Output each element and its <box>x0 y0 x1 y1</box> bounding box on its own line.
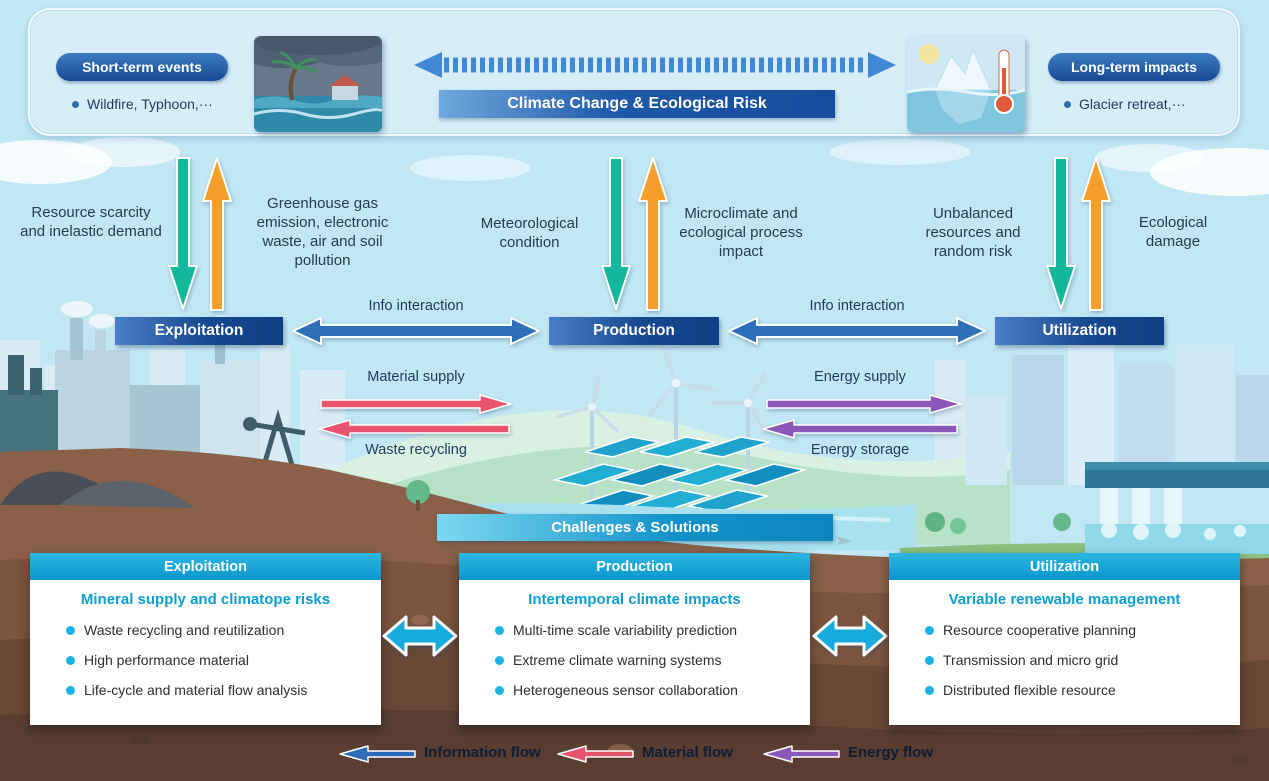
long-term-example: Glacier retreat,··· <box>1064 96 1186 112</box>
list-item: Life-cycle and material flow analysis <box>66 682 381 698</box>
card-production-header: Production <box>459 553 810 580</box>
challenges-banner: Challenges & Solutions <box>437 514 833 541</box>
card-production-item-2: Extreme climate warning systems <box>513 652 722 668</box>
material-flow-arrow <box>557 745 634 763</box>
up-arrow-exploitation <box>202 157 232 311</box>
card-utilization-item-1: Resource cooperative planning <box>943 622 1137 638</box>
card-exploitation-title: Mineral supply and climatope risks <box>80 591 331 608</box>
climate-panel: Short-term events Wildfire, Typhoon,··· <box>28 8 1240 136</box>
list-item: Multi-time scale variability prediction <box>495 622 810 638</box>
bullet-dot <box>66 685 75 695</box>
iceberg-illustration <box>907 36 1025 132</box>
list-item: Resource cooperative planning <box>925 622 1240 638</box>
list-item: Extreme climate warning systems <box>495 652 810 668</box>
stage-exploitation: Exploitation <box>115 317 283 345</box>
card-production-item-3: Heterogeneous sensor collaboration <box>513 682 738 698</box>
card-exploitation-header: Exploitation <box>30 553 381 580</box>
bullet-dot <box>495 685 504 695</box>
card-production: Production Intertemporal climate impacts… <box>459 553 810 725</box>
material-supply-label: Material supply <box>367 369 465 385</box>
waste-recycling-arrow <box>318 419 510 439</box>
card-connector-arrow-right <box>812 615 888 657</box>
waste-recycling-label: Waste recycling <box>365 442 467 458</box>
material-supply-arrow <box>320 394 512 414</box>
long-term-example-text: Glacier retreat,··· <box>1079 96 1186 112</box>
list-item: Waste recycling and reutilization <box>66 622 381 638</box>
impact-production-up: Microclimate and ecological process impa… <box>679 205 803 260</box>
card-connector-arrow-left <box>382 615 458 657</box>
energy-storage-label: Energy storage <box>810 442 910 458</box>
bullet-dot <box>72 100 79 108</box>
stage-utilization: Utilization <box>995 317 1164 345</box>
list-item: Heterogeneous sensor collaboration <box>495 682 810 698</box>
energy-supply-label: Energy supply <box>814 369 906 385</box>
impact-utilization-up: Ecological damage <box>1138 214 1208 250</box>
bullet-dot <box>66 655 75 665</box>
climate-risk-banner: Climate Change & Ecological Risk <box>439 90 835 118</box>
card-exploitation-item-3: Life-cycle and material flow analysis <box>84 682 308 698</box>
storm-illustration <box>254 36 382 132</box>
energy-storage-arrow <box>762 419 958 439</box>
impact-production-down: Meteorological condition <box>480 215 579 251</box>
stage-production: Production <box>549 317 719 345</box>
information-flow-arrow <box>339 745 416 763</box>
impact-exploitation-down: Resource scarcity and inelastic demand <box>20 204 162 240</box>
timescale-double-arrow <box>414 52 896 78</box>
down-arrow-production <box>601 157 631 310</box>
short-term-example: Wildfire, Typhoon,··· <box>72 96 213 112</box>
down-arrow-exploitation <box>168 157 198 310</box>
list-item: Transmission and micro grid <box>925 652 1240 668</box>
bullet-dot <box>66 625 75 635</box>
bullet-dot <box>495 625 504 635</box>
energy-flow-arrow <box>763 745 840 763</box>
card-exploitation: Exploitation Mineral supply and climatop… <box>30 553 381 725</box>
impact-utilization-down: Unbalanced resources and random risk <box>925 205 1021 260</box>
short-term-example-text: Wildfire, Typhoon,··· <box>87 96 213 112</box>
bullet-dot <box>925 625 934 635</box>
bullet-dot <box>925 655 934 665</box>
card-production-title: Intertemporal climate impacts <box>528 591 741 608</box>
card-utilization-title: Variable renewable management <box>948 591 1181 608</box>
bullet-dot <box>1064 100 1071 108</box>
information-flow-label: Information flow <box>424 744 541 761</box>
impact-exploitation-up: Greenhouse gas emission, electronic wast… <box>256 195 389 269</box>
long-term-impacts-badge: Long-term impacts <box>1048 53 1220 81</box>
down-arrow-utilization <box>1046 157 1076 310</box>
card-utilization-item-2: Transmission and micro grid <box>943 652 1119 668</box>
list-item: Distributed flexible resource <box>925 682 1240 698</box>
card-utilization-header: Utilization <box>889 553 1240 580</box>
card-utilization-item-3: Distributed flexible resource <box>943 682 1116 698</box>
info-interaction-label-right: Info interaction <box>809 298 905 314</box>
material-flow-label: Material flow <box>642 744 733 761</box>
info-arrow-left <box>292 317 540 345</box>
card-production-item-1: Multi-time scale variability prediction <box>513 622 738 638</box>
bullet-dot <box>925 685 934 695</box>
energy-supply-arrow <box>766 394 962 414</box>
info-arrow-right <box>728 317 986 345</box>
energy-flow-label: Energy flow <box>848 744 934 761</box>
info-interaction-label-left: Info interaction <box>368 298 464 314</box>
up-arrow-production <box>638 157 668 311</box>
bullet-dot <box>495 655 504 665</box>
card-utilization: Utilization Variable renewable managemen… <box>889 553 1240 725</box>
card-exploitation-item-1: Waste recycling and reutilization <box>84 622 285 638</box>
list-item: High performance material <box>66 652 381 668</box>
short-term-events-badge: Short-term events <box>56 53 228 81</box>
card-exploitation-item-2: High performance material <box>84 652 249 668</box>
up-arrow-utilization <box>1081 157 1111 311</box>
